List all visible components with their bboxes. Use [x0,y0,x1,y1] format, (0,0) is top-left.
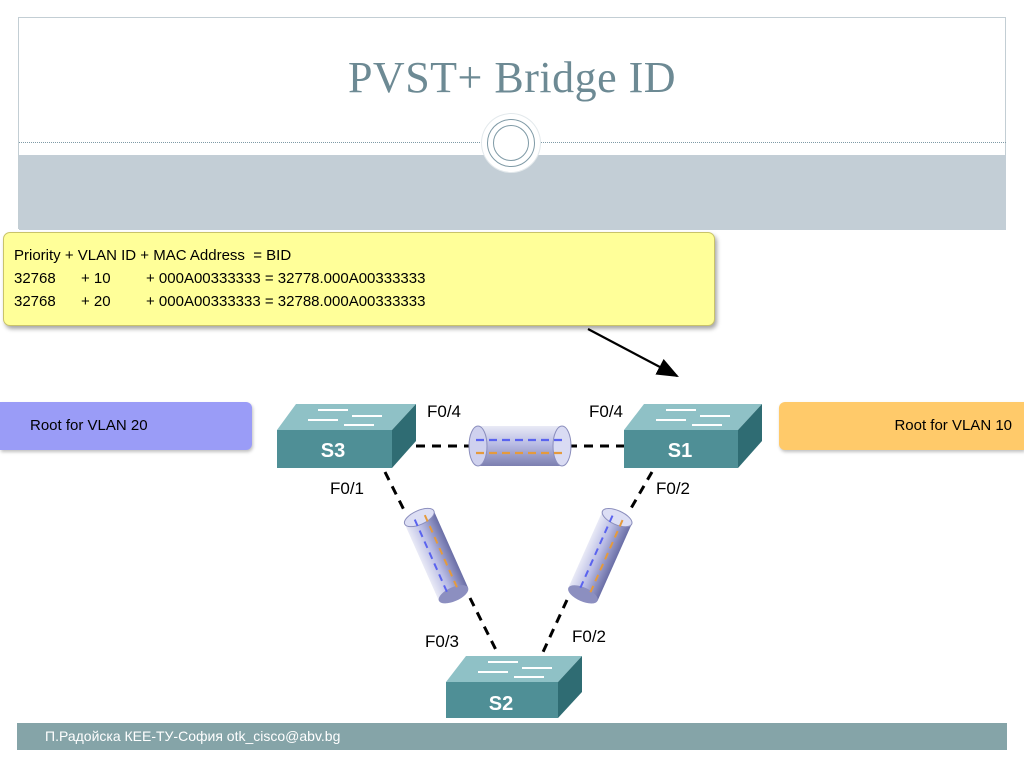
slide-title: PVST+ Bridge ID [347,53,677,102]
port-label: F0/4 [427,402,461,421]
switch-s3-icon[interactable]: S3 [277,404,416,468]
port-label: F0/2 [656,479,690,498]
port-label: F0/3 [425,632,459,651]
bid-priority: 32768 [14,270,56,287]
switch-s1-label: S1 [668,440,692,462]
bid-vlan: + 10 [81,270,111,287]
circle-ornament-icon [482,114,540,172]
root-vlan10-label: Root for VLAN 10 [779,402,1024,450]
link-s3-s2-bottom [468,597,499,653]
trunk-tube-s1-s2 [568,508,633,604]
switch-s3-label: S3 [321,440,345,462]
link-s1-s2-bottom [541,599,569,653]
port-label: F0/2 [572,627,606,646]
bid-result: + 000A00333333 = 32778.000A00333333 [146,270,426,287]
switch-s1-icon[interactable]: S1 [624,404,762,468]
title-frame [18,17,1006,229]
root-vlan20-label: Root for VLAN 20 [0,402,252,450]
callout-arrow [587,328,679,378]
bid-header: Priority + VLAN ID + MAC Address = BID [14,247,292,264]
port-label: F0/4 [589,402,623,421]
bid-vlan: + 20 [81,293,111,310]
footer-text: П.Радойска КЕЕ-ТУ-София otk_cisco@abv.bg [45,728,341,744]
bid-formula-callout: Priority + VLAN ID + MAC Address = BID 3… [3,232,715,326]
bid-result: + 000A00333333 = 32788.000A00333333 [146,293,426,310]
bid-row-vlan20: 32768 + 20 + 000A00333333 = 32788.000A0033… [14,290,714,313]
footer-bar: П.Радойска КЕЕ-ТУ-София otk_cisco@abv.bg [17,723,1007,750]
port-label: F0/1 [330,479,364,498]
trunk-tube-s3-s1 [468,425,572,467]
link-s3-s2-top [383,471,407,513]
trunk-tube-s3-s2 [403,507,469,604]
switch-s2-label: S2 [489,693,513,715]
bid-row-vlan10: 32768 + 10 + 000A00333333 = 32778.000A0033… [14,267,714,290]
bid-priority: 32768 [14,293,56,310]
link-s1-s2-top [628,471,654,511]
switch-s2-icon[interactable]: S2 [446,656,582,718]
